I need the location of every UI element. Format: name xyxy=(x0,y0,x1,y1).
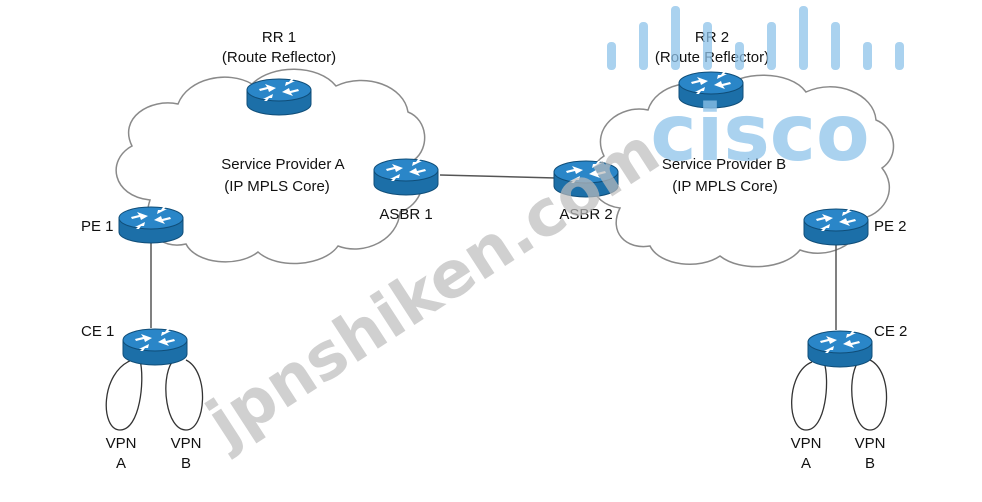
vpn-loop-ce2-b xyxy=(851,359,888,431)
asbr2-label: ASBR 2 xyxy=(559,206,612,223)
cloud-service-provider-a xyxy=(115,68,426,265)
vpn-ce1-b-line2: B xyxy=(181,455,191,472)
link-asbr1-asbr2 xyxy=(439,174,557,179)
cisco-logo-text: cisco xyxy=(650,89,869,179)
cloud-a-subtitle: (IP MPLS Core) xyxy=(224,178,330,195)
asbr1-label: ASBR 1 xyxy=(379,206,432,223)
vpn-ce2-a-line2: A xyxy=(801,455,811,472)
pe2-label: PE 2 xyxy=(874,218,907,235)
vpn-ce1-a-line2: A xyxy=(116,455,126,472)
router-rr1-icon[interactable] xyxy=(246,78,312,116)
vpn-ce2-a-line1: VPN xyxy=(791,435,822,452)
ce1-label: CE 1 xyxy=(81,323,114,340)
cloud-b-subtitle: (IP MPLS Core) xyxy=(672,178,778,195)
cloud-a-title: Service Provider A xyxy=(221,156,344,173)
ce2-label: CE 2 xyxy=(874,323,907,340)
cisco-logo-watermark: cisco xyxy=(607,6,904,179)
vpn-loop-ce2-a xyxy=(791,361,828,431)
rr1-sublabel: (Route Reflector) xyxy=(222,49,336,66)
vpn-ce1-a-line1: VPN xyxy=(106,435,137,452)
pe1-label: PE 1 xyxy=(81,218,114,235)
vpn-loop-ce1-a xyxy=(105,359,143,431)
router-ce2-icon[interactable] xyxy=(807,330,873,368)
router-pe1-icon[interactable] xyxy=(118,206,184,244)
router-ce1-icon[interactable] xyxy=(122,328,188,366)
rr1-label: RR 1 xyxy=(262,29,296,46)
router-pe2-icon[interactable] xyxy=(803,208,869,246)
vpn-ce2-b-line1: VPN xyxy=(855,435,886,452)
vpn-loop-ce1-b xyxy=(165,359,204,431)
vpn-ce2-b-line2: B xyxy=(865,455,875,472)
vpn-ce1-b-line1: VPN xyxy=(171,435,202,452)
router-asbr1-icon[interactable] xyxy=(373,158,439,196)
cloud-b-title: Service Provider B xyxy=(662,156,786,173)
